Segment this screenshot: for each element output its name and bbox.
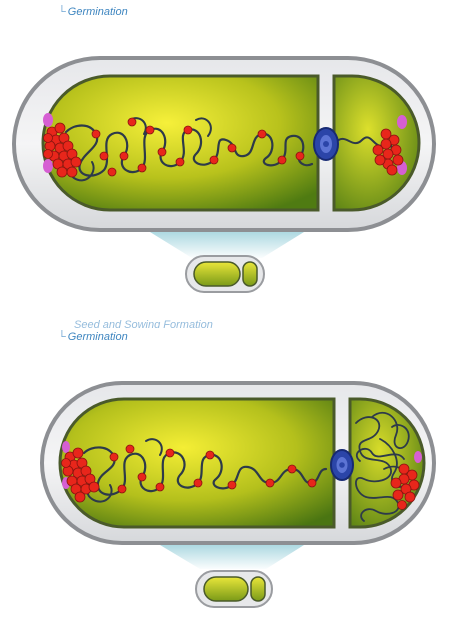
zoom-beam — [160, 545, 304, 569]
translocation-complex — [314, 128, 338, 160]
cell-diagram-svg-bottom — [0, 365, 454, 620]
cell-diagram-top — [0, 40, 454, 310]
pole-marker — [397, 115, 407, 129]
pole-marker — [43, 113, 53, 127]
caption-bracket: └ — [58, 331, 66, 343]
mother-cell-compartment — [60, 399, 334, 527]
pole-marker — [414, 451, 422, 463]
pole-marker — [43, 159, 53, 173]
zoom-beam — [150, 232, 304, 258]
caption-faded: Seed and Sowing Formation — [74, 320, 213, 328]
cell-diagram-bottom — [0, 365, 454, 620]
mini-cell — [196, 571, 272, 607]
caption-germination-bottom: └Germination — [58, 331, 128, 343]
mini-cell — [186, 256, 264, 292]
caption-germination-top: └Germination — [58, 6, 128, 18]
caption-text: Germination — [68, 331, 128, 343]
mother-cell-compartment — [43, 76, 318, 210]
caption-bracket: └ — [58, 6, 66, 18]
translocation-complex — [331, 450, 353, 480]
pole-marker — [62, 441, 70, 453]
cell-diagram-svg-top — [0, 40, 454, 310]
caption-faded-text: Seed and Sowing Formation — [74, 320, 213, 328]
caption-text: Germination — [68, 6, 128, 18]
